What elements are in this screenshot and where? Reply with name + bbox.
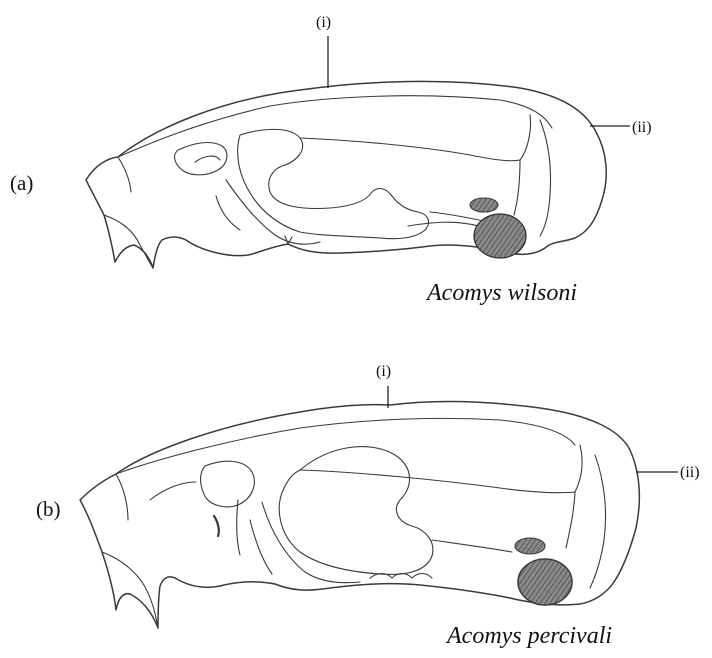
marker-a-1: (i) — [316, 14, 331, 31]
species-name-b: Acomys percivali — [445, 623, 612, 649]
marker-b-2: (ii) — [680, 464, 700, 481]
panel-label-a: (a) — [10, 171, 33, 195]
marker-b-1: (i) — [376, 363, 391, 380]
skull-b-orbit — [201, 461, 255, 507]
skull-drawing-b — [80, 402, 639, 628]
skull-b-incisor — [102, 552, 158, 628]
panel-a: (a) (i) (ii) Acomys wilsoni — [10, 14, 652, 306]
panel-label-b: (b) — [36, 497, 61, 521]
skull-a-ridge — [300, 138, 520, 161]
skull-b-dorsal-line — [116, 418, 575, 474]
skull-a-outline — [86, 81, 606, 268]
skull-drawing-a — [86, 81, 606, 268]
skull-b-ridge — [300, 470, 575, 493]
panel-b: (b) (i) (ii) Acomys percivali — [36, 363, 700, 649]
marker-a-2: (ii) — [632, 119, 652, 136]
skull-b-zygomatic — [279, 447, 433, 575]
species-name-a: Acomys wilsoni — [425, 280, 577, 306]
